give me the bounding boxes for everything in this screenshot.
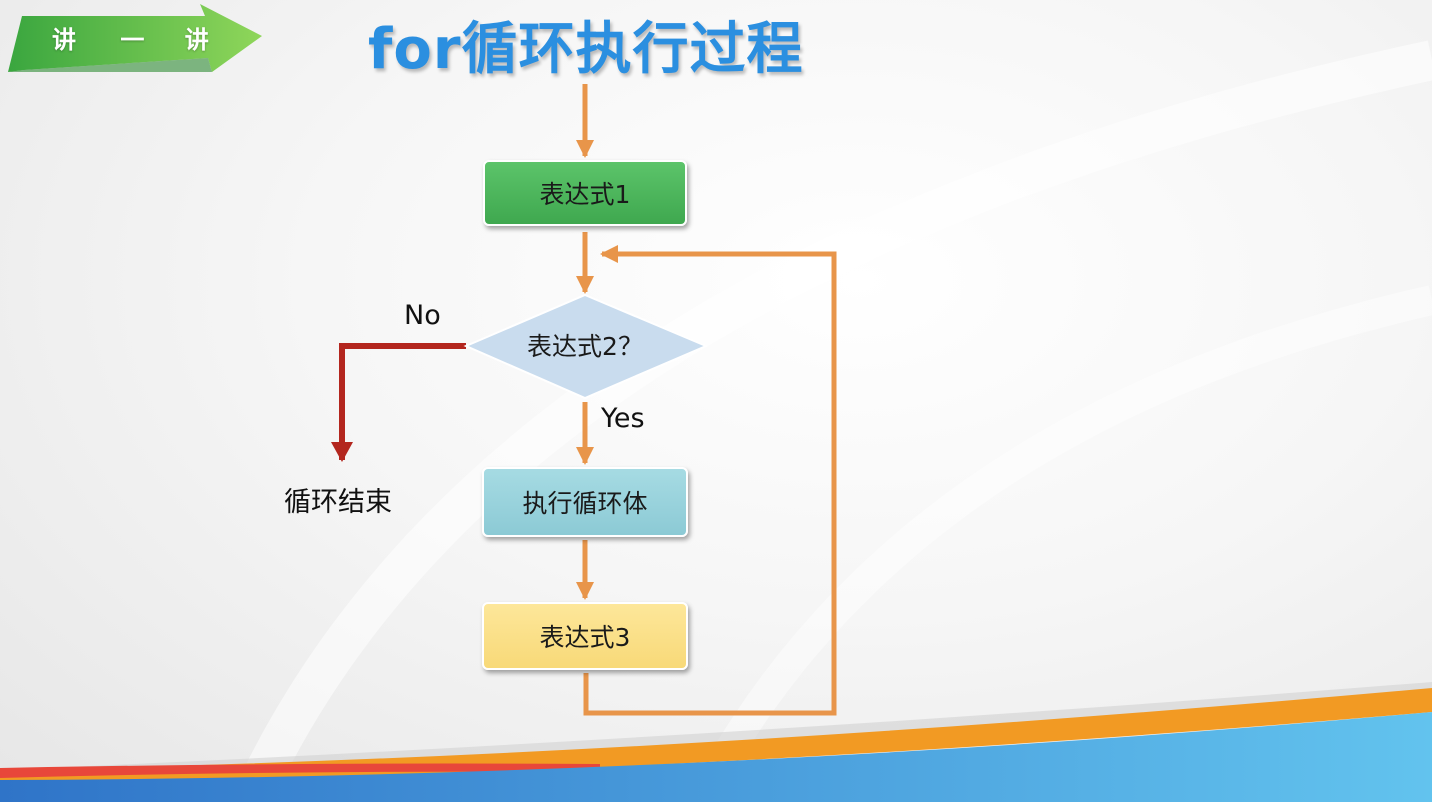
slide-title: for循环执行过程 bbox=[368, 17, 804, 82]
expr1-box: 表达式1 bbox=[483, 160, 687, 226]
arrow-condition-no bbox=[331, 343, 466, 462]
no-label: No bbox=[404, 300, 441, 331]
loop-body-box: 执行循环体 bbox=[482, 467, 688, 537]
condition-diamond bbox=[463, 293, 709, 400]
badge-char-2: 一 bbox=[120, 26, 147, 54]
badge-char-1: 讲 bbox=[52, 26, 78, 54]
expr3-box: 表达式3 bbox=[482, 602, 688, 670]
yes-label: Yes bbox=[601, 403, 645, 434]
loop-end-label: 循环结束 bbox=[284, 487, 392, 518]
badge-char-3: 讲 bbox=[184, 26, 211, 54]
condition-label: 表达式2？ bbox=[527, 332, 643, 361]
arrow-expr3-loop-back bbox=[583, 245, 837, 716]
badge-label: 讲 一 讲 bbox=[52, 20, 222, 55]
